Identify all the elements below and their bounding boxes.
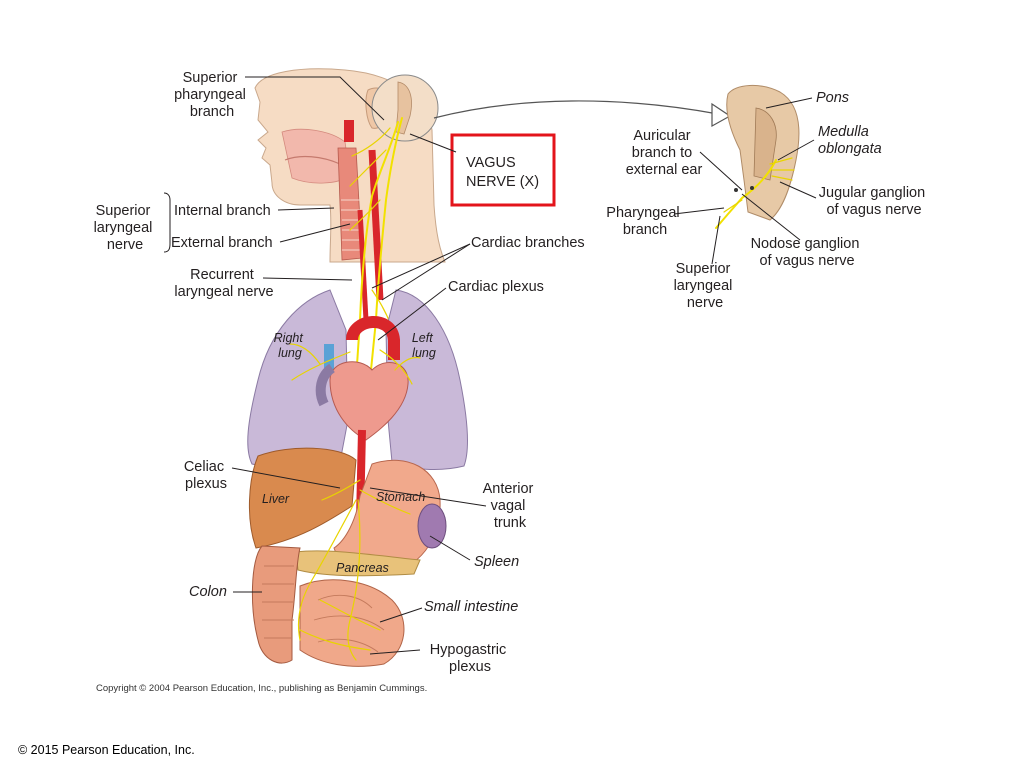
inset-label-nodose-ganglion: Nodose ganglion of vagus nerve bbox=[751, 236, 864, 269]
inset-label-pharyngeal-branch: Pharyngeal branch bbox=[606, 205, 683, 238]
footer-copyright: © 2015 Pearson Education, Inc. bbox=[18, 743, 195, 757]
label-hypogastric-plexus: Hypogastric plexus bbox=[430, 642, 511, 675]
label-right-lung: Right lung bbox=[274, 331, 307, 360]
label-left-lung: Left lung bbox=[412, 331, 436, 360]
label-recurrent-laryngeal-nerve: Recurrent laryngeal nerve bbox=[174, 267, 273, 300]
label-cardiac-plexus: Cardiac plexus bbox=[448, 279, 544, 295]
label-stomach: Stomach bbox=[376, 490, 425, 504]
spleen-shape bbox=[417, 503, 447, 549]
zoom-arrow-head bbox=[711, 102, 732, 128]
label-external-branch: External branch bbox=[171, 235, 273, 251]
label-pancreas: Pancreas bbox=[336, 561, 389, 575]
copyright-notice: Copyright © 2004 Pearson Education, Inc.… bbox=[96, 683, 428, 694]
liver-shape bbox=[249, 447, 357, 549]
thorax-illustration bbox=[247, 289, 468, 521]
label-small-intestine: Small intestine bbox=[424, 599, 518, 615]
brainstem-inset-illustration bbox=[715, 85, 800, 229]
label-liver: Liver bbox=[262, 492, 290, 506]
label-superior-pharyngeal-branch: Superior pharyngeal branch bbox=[174, 70, 250, 120]
label-cardiac-branches: Cardiac branches bbox=[471, 235, 585, 251]
inset-label-medulla-oblongata: Medulla oblongata bbox=[818, 124, 882, 157]
label-spleen: Spleen bbox=[474, 554, 519, 570]
vagus-highlight-box bbox=[450, 133, 556, 207]
inset-label-superior-laryngeal-nerve: Superior laryngeal nerve bbox=[674, 261, 737, 311]
label-celiac-plexus: Celiac plexus bbox=[184, 459, 228, 492]
zoom-arrow bbox=[433, 100, 719, 119]
label-colon: Colon bbox=[189, 584, 227, 600]
head-neck-illustration bbox=[254, 68, 446, 321]
colon-shape bbox=[251, 545, 301, 664]
label-internal-branch: Internal branch bbox=[174, 203, 271, 219]
label-vagus-nerve: VAGUS NERVE (X) bbox=[466, 155, 539, 190]
inset-label-jugular-ganglion: Jugular ganglion of vagus nerve bbox=[819, 185, 929, 218]
heart-shape bbox=[329, 361, 409, 441]
abdomen-illustration bbox=[249, 447, 447, 667]
small-intestine-shape bbox=[299, 579, 405, 667]
pancreas-shape bbox=[295, 550, 421, 577]
label-superior-laryngeal-nerve: Superior laryngeal nerve bbox=[94, 203, 157, 253]
inset-label-auricular-branch: Auricular branch to external ear bbox=[626, 128, 703, 178]
label-anterior-vagal-trunk: Anterior vagal trunk bbox=[483, 481, 538, 531]
inset-label-pons: Pons bbox=[816, 90, 849, 106]
leader-lines bbox=[163, 76, 817, 655]
